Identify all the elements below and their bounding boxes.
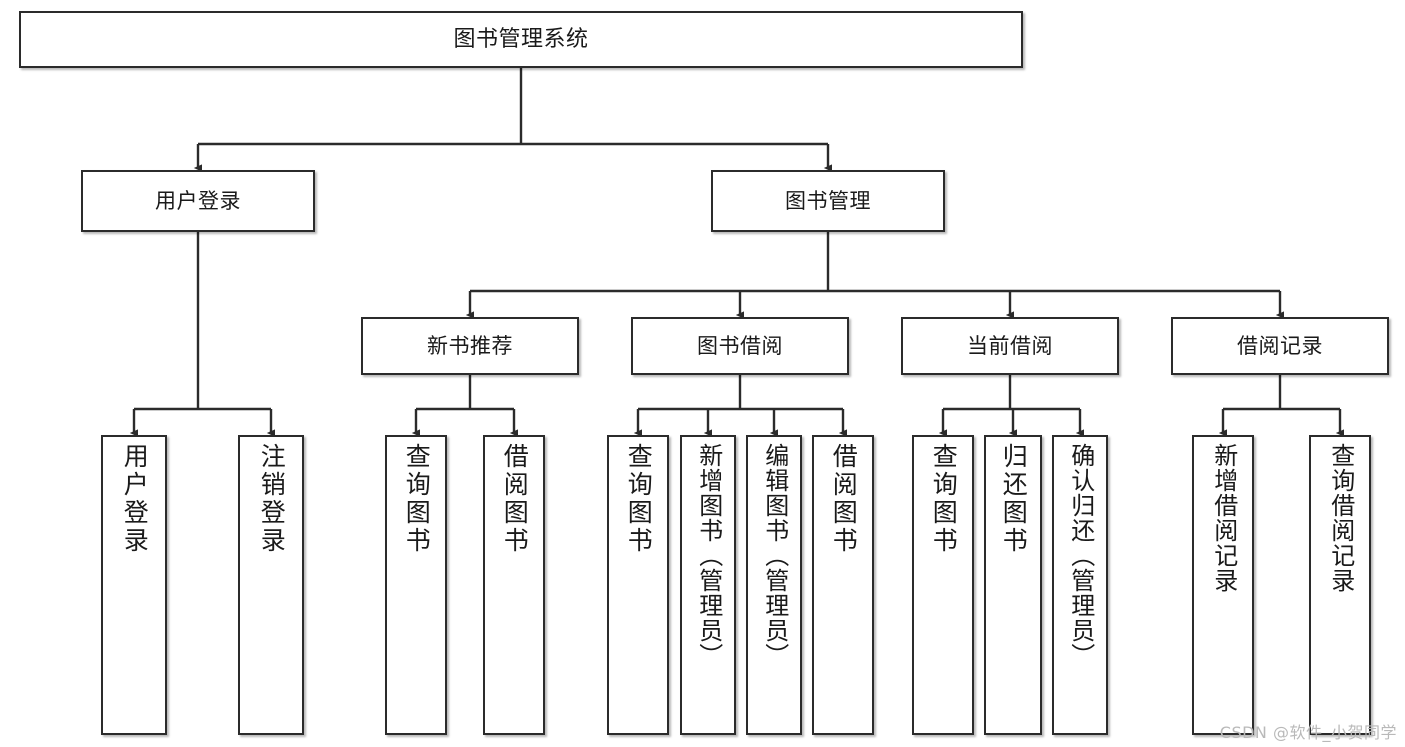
leaf-query-book-borrowing[interactable]: 查询图书: [607, 435, 669, 735]
node-label: 编辑图书（管理员）: [760, 443, 789, 668]
leaf-borrow-book-borrowing[interactable]: 借阅图书: [812, 435, 874, 735]
leaf-query-book-current[interactable]: 查询图书: [912, 435, 974, 735]
leaf-edit-book-admin[interactable]: 编辑图书（管理员）: [746, 435, 802, 735]
node-label: 当前借阅: [967, 333, 1053, 358]
leaf-logout[interactable]: 注销登录: [238, 435, 304, 735]
node-label: 新增借阅记录: [1209, 443, 1238, 593]
node-current-borrowing[interactable]: 当前借阅: [901, 317, 1119, 375]
node-label: 新增图书（管理员）: [694, 443, 723, 668]
node-borrowing-records[interactable]: 借阅记录: [1171, 317, 1389, 375]
node-label: 借阅记录: [1237, 333, 1323, 358]
leaf-add-borrowing-record[interactable]: 新增借阅记录: [1192, 435, 1254, 735]
node-label: 注销登录: [257, 443, 287, 555]
node-new-book-recommendation[interactable]: 新书推荐: [361, 317, 579, 375]
leaf-user-login[interactable]: 用户登录: [101, 435, 167, 735]
node-book-borrowing[interactable]: 图书借阅: [631, 317, 849, 375]
node-label: 借阅图书: [500, 443, 530, 555]
node-label: 查询图书: [929, 443, 959, 555]
leaf-query-borrowing-record[interactable]: 查询借阅记录: [1309, 435, 1371, 735]
node-label: 图书借阅: [697, 333, 783, 358]
node-root-book-management-system[interactable]: 图书管理系统: [19, 11, 1023, 68]
node-book-management[interactable]: 图书管理: [711, 170, 945, 232]
node-label: 查询图书: [624, 443, 654, 555]
csdn-watermark: CSDN @软件_小贺同学: [1219, 723, 1397, 742]
node-label: 借阅图书: [829, 443, 859, 555]
leaf-query-book-recommendation[interactable]: 查询图书: [385, 435, 447, 735]
node-label: 图书管理系统: [453, 26, 589, 52]
node-label: 归还图书: [999, 443, 1029, 555]
node-label: 新书推荐: [427, 333, 513, 358]
node-label: 查询借阅记录: [1326, 443, 1355, 593]
node-user-login[interactable]: 用户登录: [81, 170, 315, 232]
node-label: 用户登录: [120, 443, 150, 555]
leaf-add-book-admin[interactable]: 新增图书（管理员）: [680, 435, 736, 735]
node-label: 查询图书: [402, 443, 432, 555]
leaf-confirm-return-admin[interactable]: 确认归还（管理员）: [1052, 435, 1108, 735]
leaf-borrow-book-recommendation[interactable]: 借阅图书: [483, 435, 545, 735]
node-label: 图书管理: [785, 188, 871, 213]
leaf-return-book[interactable]: 归还图书: [984, 435, 1042, 735]
node-label: 确认归还（管理员）: [1066, 443, 1095, 668]
node-label: 用户登录: [155, 188, 241, 213]
